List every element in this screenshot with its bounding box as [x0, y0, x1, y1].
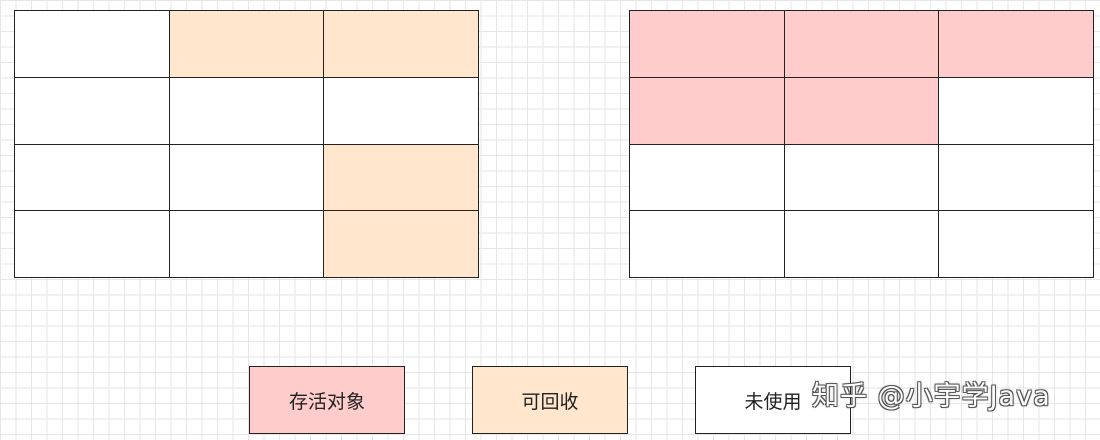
memory-cell-live [939, 11, 1094, 78]
memory-cell-unused [784, 144, 940, 212]
memory-cell-unused [169, 144, 325, 212]
memory-cell-unused [939, 77, 1094, 145]
memory-cell-recyclable [324, 211, 479, 278]
memory-cell-unused [15, 211, 170, 278]
memory-cell-unused [169, 211, 325, 278]
memory-cell-live [630, 11, 785, 78]
memory-grid-before [14, 10, 479, 278]
legend-unused-label: 未使用 [744, 390, 802, 413]
memory-cell-unused [939, 211, 1094, 278]
memory-cell-unused [630, 144, 785, 212]
legend-live-objects: 存活对象 [249, 366, 405, 434]
legend-recyclable-label: 可回收 [521, 390, 579, 413]
memory-cell-unused [939, 144, 1094, 212]
memory-cell-unused [15, 11, 170, 78]
legend-unused: 未使用 [695, 366, 851, 434]
memory-cell-recyclable [324, 144, 479, 212]
memory-cell-unused [784, 211, 940, 278]
memory-grid-after [629, 10, 1094, 278]
memory-cell-unused [15, 144, 170, 212]
memory-cell-live [784, 77, 940, 145]
zhihu-watermark: 知乎 @小宇学Java [812, 381, 1051, 412]
memory-cell-unused [324, 77, 479, 145]
memory-cell-recyclable [324, 11, 479, 78]
memory-cell-live [630, 77, 785, 145]
memory-cell-live [784, 11, 940, 78]
legend-live-label: 存活对象 [288, 390, 365, 413]
memory-cell-unused [169, 77, 325, 145]
memory-cell-unused [15, 77, 170, 145]
legend-recyclable: 可回收 [472, 366, 628, 434]
memory-cell-recyclable [169, 11, 325, 78]
memory-cell-unused [630, 211, 785, 278]
